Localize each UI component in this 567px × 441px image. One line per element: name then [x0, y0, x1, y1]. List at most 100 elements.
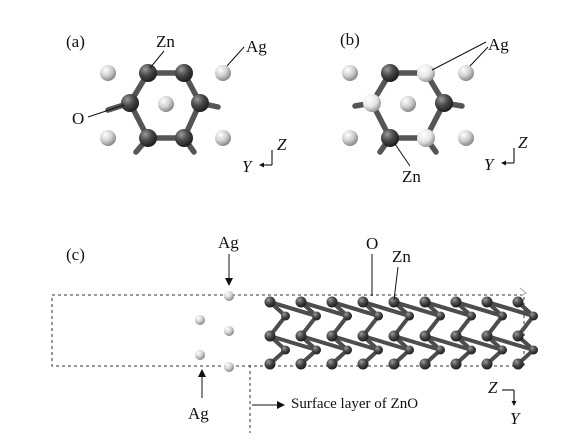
panel-b-ag-label: Ag	[488, 35, 509, 54]
panel-c-zn-label: Zn	[392, 247, 411, 266]
lattice-atom	[295, 358, 307, 370]
panel-b-ag-atom	[342, 65, 358, 81]
panel-a-ag-atom	[215, 130, 231, 146]
lattice-atom	[419, 330, 431, 342]
lattice-atom	[512, 358, 524, 370]
lattice-atom	[326, 330, 338, 342]
lattice-atom	[405, 311, 414, 321]
lattice-atom	[281, 345, 290, 355]
lattice-atom	[388, 330, 400, 342]
lattice-bond	[423, 334, 474, 352]
panel-b-atom	[381, 129, 399, 147]
panel-c-o-label: O	[366, 234, 378, 253]
lattice-bond	[330, 334, 381, 352]
panel-b-atom	[417, 129, 435, 147]
lattice-atom	[357, 296, 369, 308]
lattice-atom	[264, 358, 276, 370]
lattice-atom	[450, 358, 462, 370]
panel-b-ring-bonds	[352, 70, 465, 155]
lattice-atom	[529, 345, 538, 355]
panel-a-atom	[139, 64, 157, 82]
panel-c-slab-frame	[51, 294, 525, 367]
lattice-atom	[326, 296, 338, 308]
panel-a-axis-y: Y	[242, 157, 253, 176]
panel-b-ag-atom	[400, 96, 416, 112]
lattice-atom	[512, 296, 524, 308]
panel-b-atom	[381, 64, 399, 82]
lattice-atom	[467, 311, 476, 321]
panel-a-ring-bonds	[105, 70, 221, 155]
panel-c-axes: Z Y	[488, 378, 521, 428]
panel-c-corner-marker	[519, 287, 527, 297]
lattice-atom	[436, 311, 445, 321]
lattice-atom	[312, 311, 321, 321]
panel-b: (b) Ag Zn Z Y	[340, 30, 528, 186]
panel-b-ag-pointer	[431, 41, 487, 71]
panel-a: (a) Zn Ag O Z	[66, 32, 287, 176]
lattice-atom	[481, 296, 493, 308]
panel-c-ag-top-label: Ag	[218, 233, 239, 252]
lattice-bond	[268, 334, 319, 352]
lattice-bond	[392, 300, 443, 318]
lattice-bond	[454, 334, 505, 352]
panel-a-atom	[175, 129, 193, 147]
panel-b-atom	[417, 64, 435, 82]
panel-a-atom	[175, 64, 193, 82]
lattice-bond	[485, 334, 536, 352]
panel-c-surface-label: Surface layer of ZnO	[291, 396, 418, 412]
panel-b-axis-z: Z	[518, 133, 528, 152]
panel-b-ag-pointer-2	[469, 46, 489, 67]
lattice-atom	[498, 345, 507, 355]
panel-a-atom	[191, 94, 209, 112]
panel-a-ag-atom	[100, 65, 116, 81]
lattice-atom	[295, 296, 307, 308]
lattice-bond	[485, 300, 536, 318]
panel-c-ag-atoms	[195, 291, 234, 372]
lattice-bond	[423, 300, 474, 318]
lattice-atom	[436, 345, 445, 355]
panel-b-tag: (b)	[340, 30, 360, 49]
panel-a-o-label: O	[72, 109, 84, 128]
lattice-atom	[295, 330, 307, 342]
panel-c-axis-y: Y	[510, 409, 521, 428]
panel-a-ag-atom	[100, 130, 116, 146]
lattice-atom	[281, 311, 290, 321]
lattice-atom	[374, 345, 383, 355]
panel-b-atom	[435, 94, 453, 112]
lattice-atom	[419, 358, 431, 370]
lattice-atom	[419, 296, 431, 308]
panel-a-zn-pointer	[149, 50, 165, 69]
panel-a-zn-label: Zn	[156, 32, 175, 51]
lattice-atom	[405, 345, 414, 355]
lattice-atom	[357, 358, 369, 370]
panel-a-axis-z: Z	[277, 135, 287, 154]
lattice-atom	[481, 358, 493, 370]
lattice-atom	[529, 311, 538, 321]
panel-c: (c) Ag O Zn Ag Surface layer of ZnO	[51, 233, 538, 433]
lattice-atom	[357, 330, 369, 342]
lattice-atom	[512, 330, 524, 342]
lattice-atom	[498, 311, 507, 321]
lattice-bond	[299, 300, 350, 318]
lattice-atom	[450, 330, 462, 342]
panel-b-atom	[363, 94, 381, 112]
panel-b-ag-atom	[458, 65, 474, 81]
lattice-atom	[343, 311, 352, 321]
panel-a-ag-atom	[158, 96, 174, 112]
panel-a-atom	[139, 129, 157, 147]
panel-a-o-pointer	[87, 104, 125, 118]
panel-a-atom	[121, 94, 139, 112]
lattice-atom	[264, 296, 276, 308]
lattice-atom	[264, 330, 276, 342]
panel-b-axis-y: Y	[484, 155, 495, 174]
lattice-bond	[299, 334, 350, 352]
panel-c-zn-pointer	[393, 266, 399, 301]
panel-a-ag-atom	[215, 65, 231, 81]
lattice-bond	[268, 300, 319, 318]
panel-a-ag-label: Ag	[246, 37, 267, 56]
lattice-atom	[326, 358, 338, 370]
lattice-atom	[374, 311, 383, 321]
panel-c-axis-z: Z	[488, 378, 498, 397]
